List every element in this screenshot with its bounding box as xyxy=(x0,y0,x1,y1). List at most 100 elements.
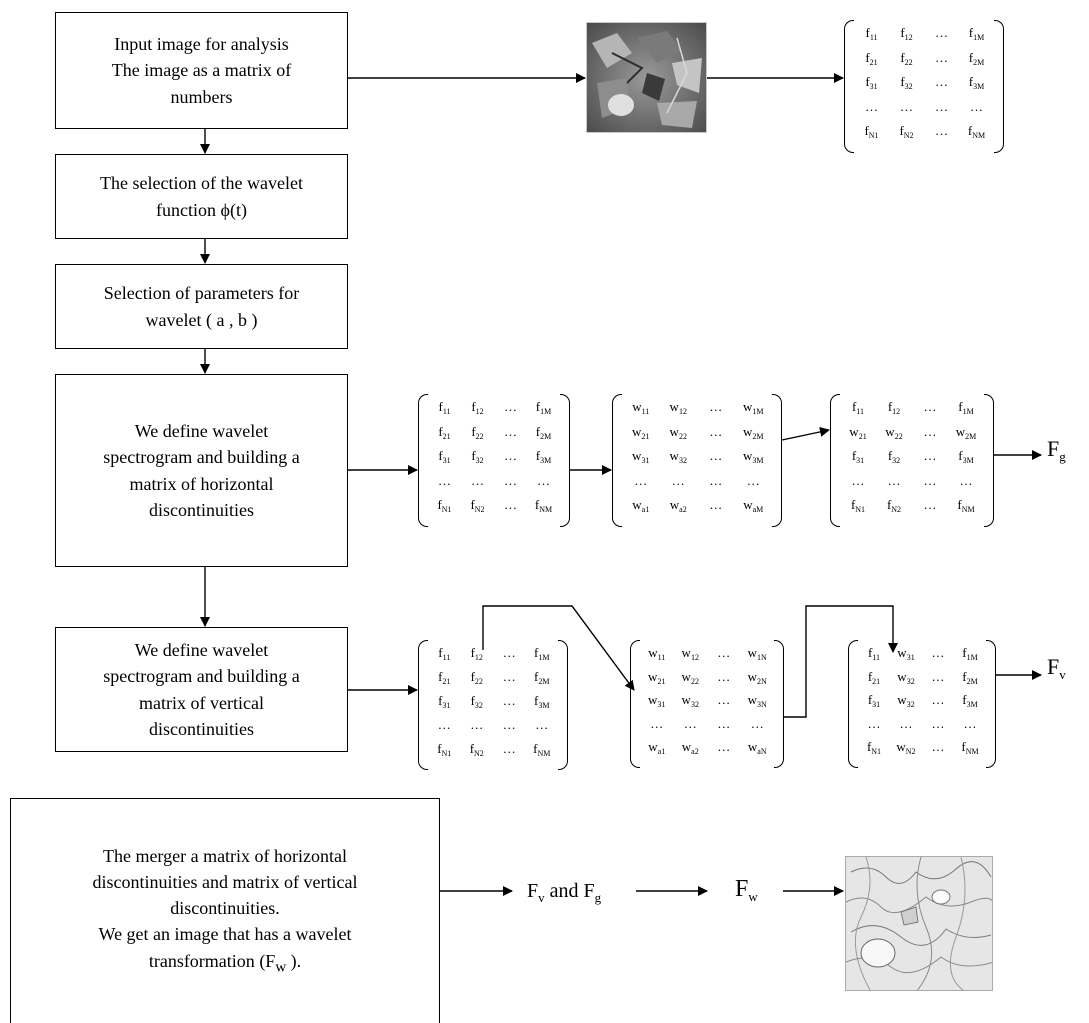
wavelet-function-label: The selection of the wavelet function ϕ(… xyxy=(100,173,303,220)
matrix-cell: w11 xyxy=(648,645,666,662)
matrix-cell: f32 xyxy=(887,448,901,466)
matrix-right-bracket xyxy=(772,394,782,527)
matrix-cell: w32 xyxy=(681,692,699,710)
matrix-cell: … xyxy=(931,668,945,684)
matrix-cell: wa2 xyxy=(681,739,699,757)
fg-symbol: Fg xyxy=(1047,436,1066,464)
matrix-cell: f2M xyxy=(535,423,552,441)
matrix-cell: … xyxy=(923,399,937,414)
matrix-cell: f31 xyxy=(438,448,451,466)
matrix-cell: w11 xyxy=(632,399,650,416)
matrix-cell: fN1 xyxy=(850,497,866,515)
matrix-cell: … xyxy=(504,448,517,464)
matrix-cell: w1N xyxy=(747,645,767,662)
matrix-cell: f1M xyxy=(968,25,985,42)
matrix-cell: … xyxy=(717,692,731,708)
matrix-cell: … xyxy=(504,497,517,513)
matrix-cell: f2M xyxy=(968,49,985,67)
matrix-cell: … xyxy=(931,739,945,755)
matrix-cell: f1M xyxy=(958,399,974,416)
matrix-cell: f31 xyxy=(867,692,881,710)
matrix-cell: f12 xyxy=(887,399,901,416)
input-image-label: Input image for analysis The image as a … xyxy=(111,34,292,107)
matrix-cell: … xyxy=(502,693,516,708)
matrix-cell: fNM xyxy=(961,739,979,757)
matrix-cell: f11 xyxy=(867,645,881,662)
matrix-cell: w31 xyxy=(632,448,650,466)
matrix-cell: wa1 xyxy=(648,739,666,757)
matrix-cell: f3M xyxy=(962,692,978,710)
matrix-cell: waN xyxy=(747,739,767,757)
horizontal-discontinuities-label: We define wavelet spectrogram and buildi… xyxy=(103,421,300,520)
matrix-cell: … xyxy=(923,497,937,513)
matrix-right-bracket xyxy=(558,640,568,770)
matrix-cell: f21 xyxy=(438,669,451,686)
fv-symbol: Fv xyxy=(1047,654,1066,682)
matrix-cell: f22 xyxy=(900,49,913,67)
matrix-cell: w3N xyxy=(747,692,767,710)
fv-and-fg-symbol: Fv and Fg xyxy=(527,880,602,905)
matrix-cell: fN1 xyxy=(437,497,452,515)
matrix-cell: f22 xyxy=(471,423,484,441)
matrix-cell: f31 xyxy=(438,693,451,710)
matrix-left-bracket xyxy=(418,394,428,527)
arrow-w-to-fw-matrix xyxy=(781,426,830,441)
matrix-cell: … xyxy=(935,49,948,65)
matrix-cell: w21 xyxy=(849,423,867,441)
matrix-cell: … xyxy=(709,399,723,414)
matrix-cell: f11 xyxy=(865,25,878,42)
matrix-cell: wa1 xyxy=(632,497,650,515)
matrix-cell: f32 xyxy=(471,448,484,466)
matrix-cell: f2M xyxy=(534,669,550,686)
matrix-cell: fNM xyxy=(534,497,553,515)
wavelet-parameters-label: Selection of parameters for wavelet ( a … xyxy=(103,283,300,330)
matrix-cell: f12 xyxy=(471,399,484,416)
matrix-cell: … xyxy=(865,98,878,114)
matrix-cell: w22 xyxy=(681,668,699,686)
matrix-cell: fN2 xyxy=(886,497,902,515)
wavelet-function-box: The selection of the wavelet function ϕ(… xyxy=(55,154,348,239)
matrix-cell: … xyxy=(471,472,484,488)
matrix-cell: … xyxy=(535,717,549,732)
vertical-discontinuities-label: We define wavelet spectrogram and buildi… xyxy=(103,640,300,739)
matrix-left-bracket xyxy=(848,640,858,768)
vertical-discontinuities-box: We define wavelet spectrogram and buildi… xyxy=(55,627,348,752)
matrix-cell: … xyxy=(709,448,723,464)
matrix-cell: … xyxy=(504,472,517,488)
matrix-cell: f21 xyxy=(867,668,881,686)
matrix-cell: … xyxy=(709,472,723,488)
matrix-cell: … xyxy=(717,715,731,731)
matrix-cell: f31 xyxy=(851,448,865,466)
matrix-cell: fN1 xyxy=(437,741,452,758)
matrix-cell: f3M xyxy=(968,74,985,92)
fw-symbol: Fw xyxy=(735,876,758,904)
matrix-cell: fN2 xyxy=(469,741,484,758)
matrix-cell: … xyxy=(502,669,516,684)
matrix-cell: waM xyxy=(743,497,764,515)
input-image-box: Input image for analysis The image as a … xyxy=(55,12,348,129)
matrix-cell: w21 xyxy=(648,668,666,686)
horizontal-discontinuities-box: We define wavelet spectrogram and buildi… xyxy=(55,374,348,567)
matrix-cell: f11 xyxy=(438,645,451,662)
matrix-cell: f11 xyxy=(851,399,865,416)
matrix-cell: … xyxy=(900,98,913,114)
matrix-cell: fNM xyxy=(533,741,551,758)
matrix-cell: w32 xyxy=(669,448,687,466)
matrix-cell: w31 xyxy=(648,692,666,710)
matrix-cell: … xyxy=(959,472,973,488)
matrix-cell: … xyxy=(671,472,685,488)
matrix-cell: w2N xyxy=(747,668,767,686)
matrix-cell: w32 xyxy=(897,668,915,686)
matrix-cell: f32 xyxy=(900,74,913,92)
matrix-cell: … xyxy=(683,715,697,731)
matrix-right-bracket xyxy=(994,20,1004,153)
matrix-cell: … xyxy=(717,668,731,684)
matrix-cell: … xyxy=(867,715,881,731)
matrix-cell: f31 xyxy=(865,74,878,92)
